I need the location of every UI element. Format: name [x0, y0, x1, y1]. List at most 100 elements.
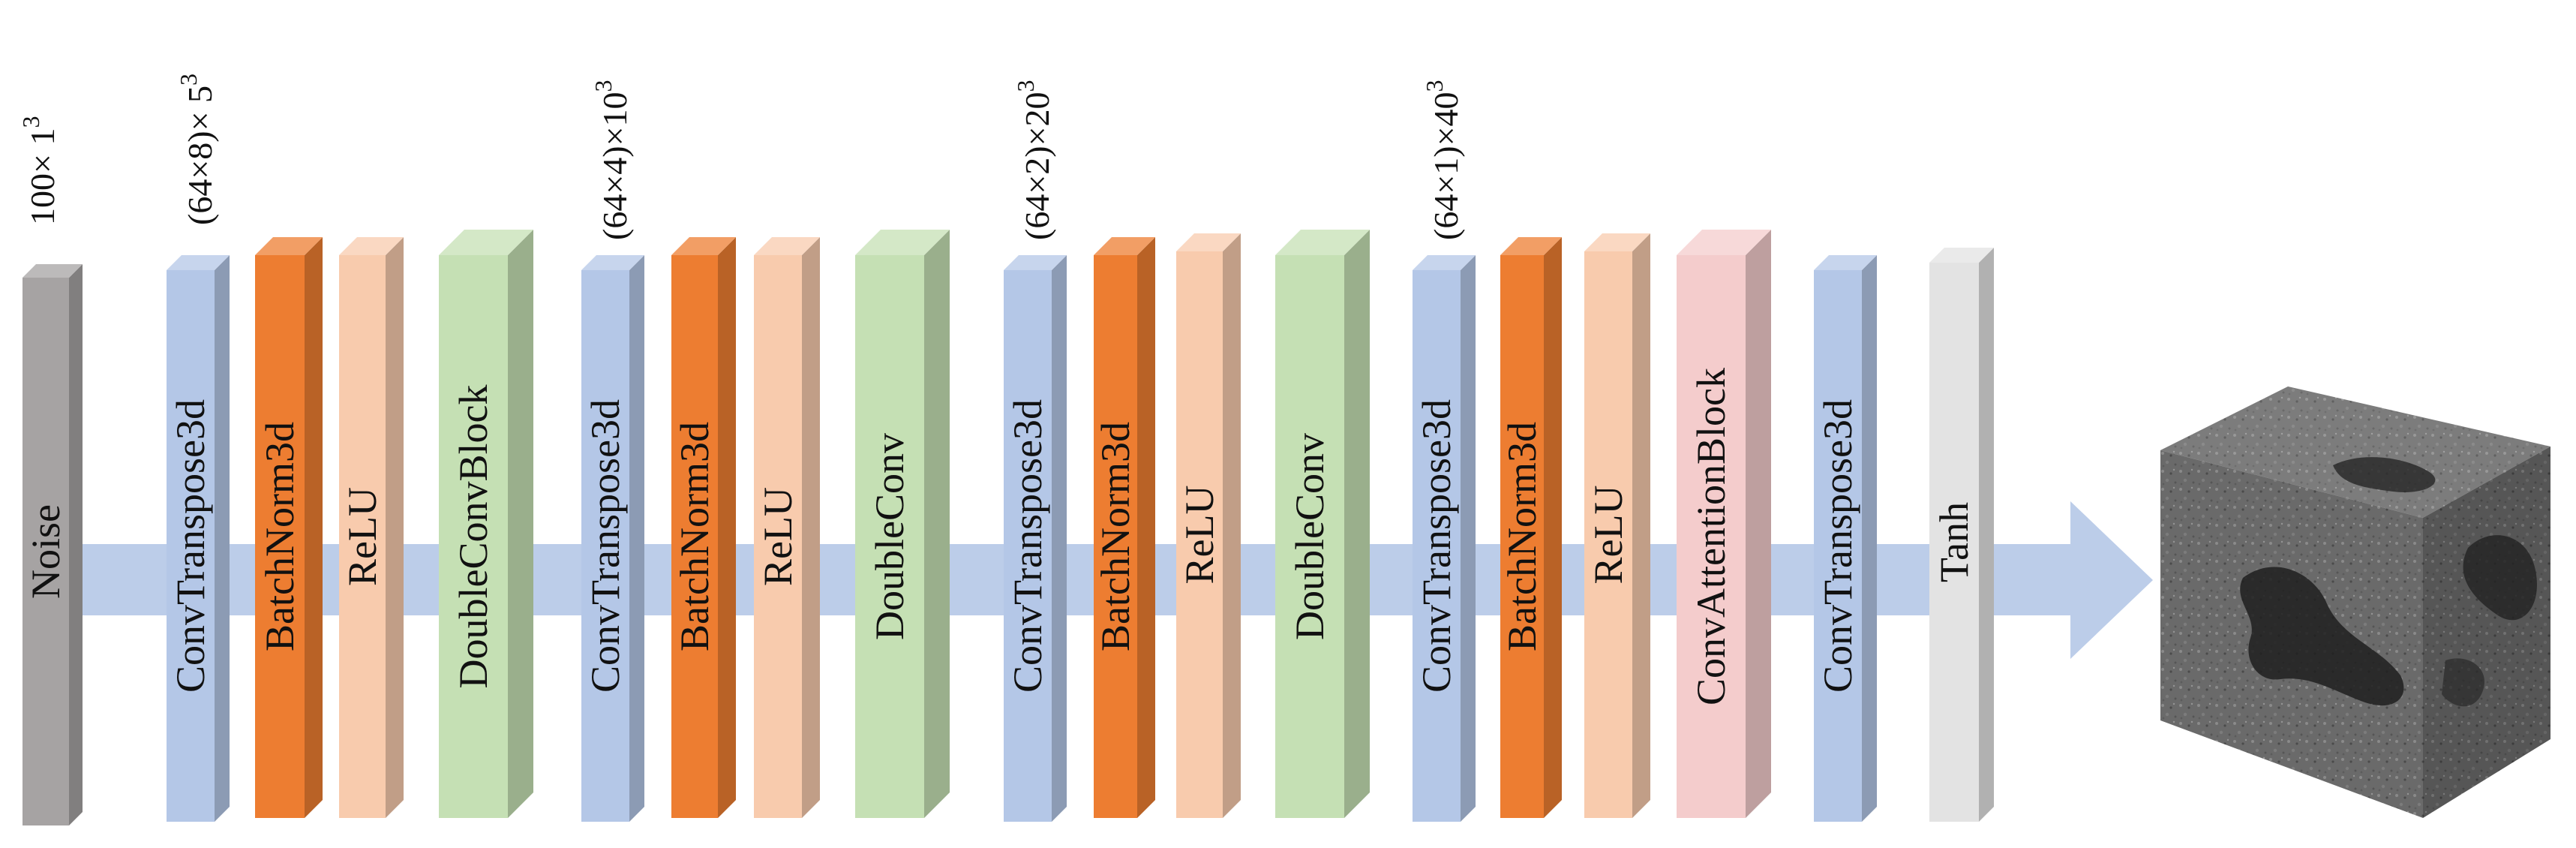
block-label: Noise [23, 504, 68, 599]
block-top-face [439, 230, 533, 255]
block-7-relu: ReLU [754, 237, 820, 818]
block-3-relu: ReLU [339, 237, 404, 818]
block-label: ConvTranspose3d [1815, 399, 1860, 693]
block-side-face [1344, 230, 1370, 818]
block-12-double-conv: DoubleConv [1275, 230, 1370, 818]
block-side-face [802, 237, 820, 818]
block-11-relu: ReLU [1176, 233, 1241, 818]
block-top-face [671, 237, 736, 255]
output-volume-cube [2160, 386, 2550, 818]
block-front-face [1413, 270, 1461, 822]
dimension-label: 100× 13 [17, 116, 62, 225]
block-front-face [1176, 251, 1223, 818]
dimension-label: (64×2)×203 [1012, 80, 1056, 240]
block-top-face [1584, 233, 1650, 251]
block-top-face [1814, 255, 1877, 270]
block-side-face [1746, 230, 1771, 818]
block-front-face [1500, 255, 1544, 818]
block-top-face [1176, 233, 1241, 251]
cube-top-face [2160, 386, 2550, 518]
block-2-batchnorm: BatchNorm3d [255, 237, 323, 818]
block-top-face [1500, 237, 1562, 255]
block-side-face [629, 255, 644, 822]
block-side-face [1632, 233, 1650, 818]
dimension-label: (64×4)×103 [590, 80, 634, 240]
block-0-noise: Noise [23, 264, 83, 825]
block-side-face [386, 237, 404, 818]
block-front-face [167, 270, 215, 822]
block-front-face [855, 255, 924, 818]
block-label: ReLU [340, 487, 385, 586]
block-front-face [1814, 270, 1862, 822]
block-side-face [1544, 237, 1562, 818]
block-front-face [1004, 270, 1052, 822]
block-label: ReLU [1177, 486, 1222, 585]
block-label: ReLU [1586, 486, 1631, 585]
block-label: ConvTranspose3d [168, 399, 213, 693]
block-top-face [1094, 237, 1155, 255]
block-top-face [1929, 248, 1994, 263]
block-front-face [754, 255, 802, 818]
block-17-conv-transpose: ConvTranspose3d [1814, 255, 1877, 822]
block-label: ConvAttentionBlock [1689, 368, 1734, 705]
block-label: DoubleConv [867, 433, 912, 640]
block-label: Tanh [1932, 502, 1977, 582]
block-label: ConvTranspose3d [1005, 399, 1050, 693]
block-top-face [1275, 230, 1370, 255]
block-8-double-conv: DoubleConv [855, 230, 950, 818]
block-top-face [581, 255, 644, 270]
block-front-face [1929, 263, 1979, 822]
block-top-face [255, 237, 323, 255]
block-label: BatchNorm3d [672, 422, 717, 651]
block-front-face [1275, 255, 1344, 818]
block-top-face [167, 255, 230, 270]
block-6-batchnorm: BatchNorm3d [671, 237, 736, 818]
block-top-face [1004, 255, 1067, 270]
block-side-face [69, 264, 83, 825]
block-18-tanh: Tanh [1929, 248, 1994, 822]
block-4-double-conv: DoubleConvBlock [439, 230, 533, 818]
block-top-face [1413, 255, 1476, 270]
block-top-face [855, 230, 950, 255]
block-label: BatchNorm3d [257, 422, 302, 651]
block-front-face [1094, 255, 1137, 818]
block-front-face [581, 270, 629, 822]
block-side-face [1862, 255, 1877, 822]
block-side-face [1461, 255, 1476, 822]
block-label: BatchNorm3d [1500, 422, 1545, 651]
block-front-face [339, 255, 386, 818]
block-15-relu: ReLU [1584, 233, 1650, 818]
block-13-conv-transpose: ConvTranspose3d [1413, 255, 1476, 822]
block-side-face [924, 230, 950, 818]
dimension-label: (64×1)×403 [1421, 80, 1465, 240]
block-side-face [1223, 233, 1241, 818]
block-top-face [339, 237, 404, 255]
cube-side-face [2423, 447, 2550, 818]
block-front-face [671, 255, 718, 818]
block-16-attention: ConvAttentionBlock [1677, 230, 1771, 818]
block-label: ConvTranspose3d [583, 399, 628, 693]
block-label: DoubleConv [1287, 433, 1332, 640]
block-label: ConvTranspose3d [1414, 399, 1459, 693]
block-1-conv-transpose: ConvTranspose3d [167, 255, 230, 822]
block-side-face [508, 230, 533, 818]
block-label: ReLU [755, 487, 800, 586]
block-side-face [1137, 237, 1155, 818]
block-top-face [754, 237, 820, 255]
block-side-face [215, 255, 230, 822]
block-5-conv-transpose: ConvTranspose3d [581, 255, 644, 822]
block-10-batchnorm: BatchNorm3d [1093, 237, 1155, 818]
block-front-face [255, 255, 305, 818]
block-side-face [305, 237, 323, 818]
block-14-batchnorm: BatchNorm3d [1500, 237, 1562, 818]
block-top-face [23, 264, 83, 278]
block-9-conv-transpose: ConvTranspose3d [1004, 255, 1067, 822]
block-top-face [1677, 230, 1771, 255]
dimension-label: (64×8)× 53 [175, 74, 219, 225]
block-front-face [23, 278, 69, 825]
block-front-face [1584, 251, 1632, 818]
block-front-face [439, 255, 508, 818]
block-side-face [1979, 248, 1994, 822]
block-label: BatchNorm3d [1093, 422, 1138, 651]
